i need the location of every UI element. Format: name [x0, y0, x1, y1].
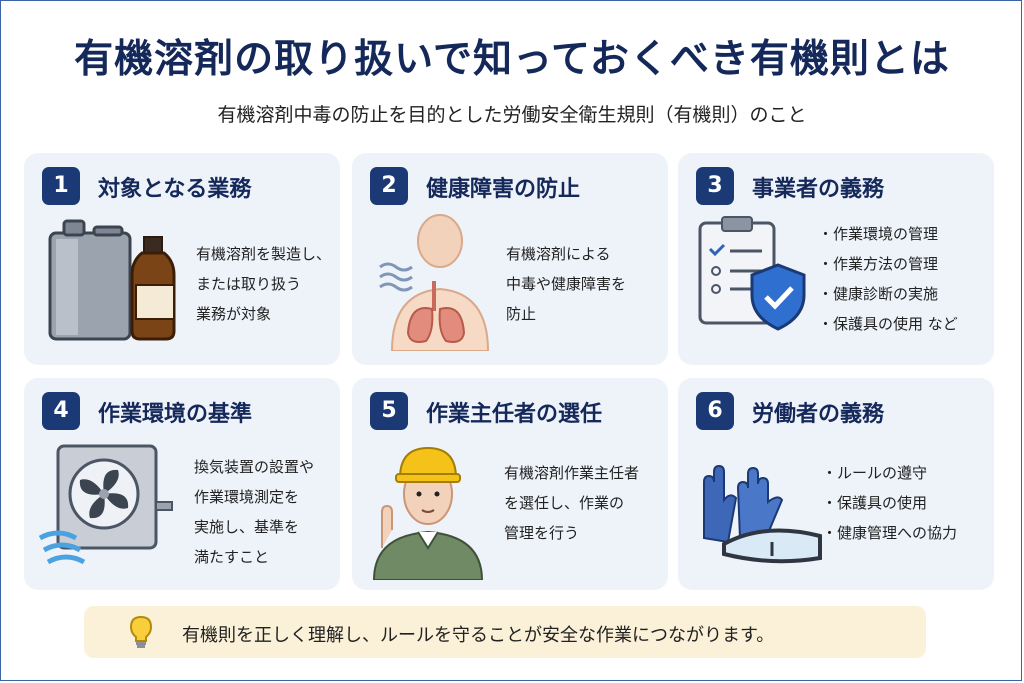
- list-item: ルールの遵守: [822, 458, 957, 488]
- card-environment-standards: 4 作業環境の基準 換気装置の設置や 作業環境測定を 実施し、基準を 満たすこと: [24, 378, 340, 590]
- card-number: 6: [696, 392, 734, 430]
- card-employer-duties: 3 事業者の義務 作業環境の管理 作業方法の管理 健康診断の実施 保護具の使用 …: [678, 153, 994, 365]
- card-number: 2: [370, 167, 408, 205]
- list-item: 作業方法の管理: [818, 249, 958, 279]
- footer-banner: 有機則を正しく理解し、ルールを守ることが安全な作業につながります。: [84, 606, 926, 658]
- card-number: 5: [370, 392, 408, 430]
- card-description: 有機溶剤による 中毒や健康障害を 防止: [506, 245, 627, 323]
- footer-message: 有機則を正しく理解し、ルールを守ることが安全な作業につながります。: [182, 625, 775, 646]
- lightbulb-icon: [129, 615, 153, 648]
- duty-list: 作業環境の管理 作業方法の管理 健康診断の実施 保護具の使用 など: [818, 219, 958, 339]
- card-description: 有機溶剤作業主任者 を選任し、作業の 管理を行う: [504, 464, 640, 542]
- ventilation-fan-icon: [38, 444, 173, 565]
- card-title: 事業者の義務: [752, 177, 885, 202]
- solvent-can-and-bottle-icon: [48, 219, 176, 341]
- list-item: 保護具の使用 など: [818, 309, 958, 339]
- card-supervisor-appointment: 5 作業主任者の選任 有機溶剤作業主任者 を選任し、作業の 管理を行う: [352, 378, 668, 590]
- list-item: 健康診断の実施: [818, 279, 958, 309]
- page-title: 有機溶剤の取り扱いで知っておくべき有機則とは: [74, 37, 950, 82]
- list-item: 保護具の使用: [822, 488, 957, 518]
- checklist-shield-icon: [698, 216, 806, 331]
- list-item: 作業環境の管理: [818, 219, 958, 249]
- page-subtitle: 有機溶剤中毒の防止を目的とした労働安全衛生規則（有機則）のこと: [217, 104, 807, 126]
- card-title: 対象となる業務: [98, 177, 252, 202]
- card-number: 3: [696, 167, 734, 205]
- card-description: 有機溶剤を製造し、 または取り扱う 業務が対象: [196, 245, 332, 323]
- gloves-goggles-icon: [703, 464, 822, 564]
- worker-helmet-icon: [372, 446, 484, 580]
- worker-duty-list: ルールの遵守 保護具の使用 健康管理への協力: [822, 458, 957, 548]
- card-health-prevention: 2 健康障害の防止 有機溶剤による 中毒や健康障害を 防止: [352, 153, 668, 365]
- card-number: 4: [42, 392, 80, 430]
- list-item: 健康管理への協力: [822, 518, 957, 548]
- card-title: 労働者の義務: [752, 402, 885, 427]
- lungs-person-icon: [379, 214, 490, 351]
- card-title: 健康障害の防止: [426, 177, 581, 202]
- card-target-work: 1 対象となる業務 有機溶剤を製造し、 または取り扱う 業務が対象: [24, 153, 340, 365]
- card-description: 換気装置の設置や 作業環境測定を 実施し、基準を 満たすこと: [194, 458, 315, 566]
- card-title: 作業主任者の選任: [426, 402, 603, 427]
- card-number: 1: [42, 167, 80, 205]
- card-worker-duties: 6 労働者の義務 ルールの遵守 保護具の使用 健康管理への協力: [678, 378, 994, 590]
- card-title: 作業環境の基準: [98, 402, 253, 427]
